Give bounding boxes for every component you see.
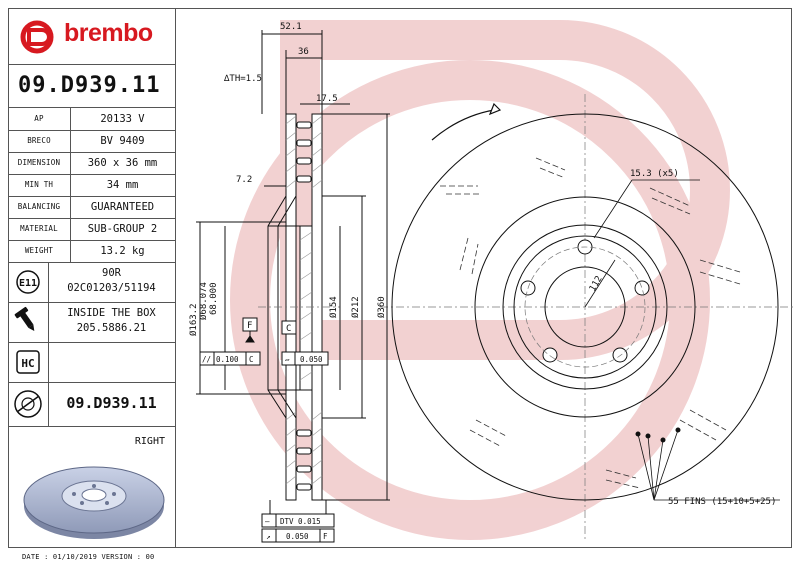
tol-flat-value: 0.050: [300, 355, 323, 364]
spec-row-min-th: MIN TH 34 mm: [8, 174, 175, 197]
rotation-arrow-icon: [488, 102, 502, 116]
tol-perp-symbol: //: [202, 355, 211, 364]
spec-value: 360 x 36 mm: [87, 157, 158, 169]
spec-key: BRECO: [8, 130, 71, 152]
tol-perp-ref: C: [249, 355, 254, 364]
dim-center-bore: Ø163.2: [188, 303, 199, 336]
spec-key: AP: [8, 108, 71, 130]
brembo-b-icon: [20, 20, 54, 54]
hc-block: HC: [8, 342, 175, 383]
spec-row-breco: BRECO BV 9409: [8, 130, 175, 153]
side-label: RIGHT: [134, 436, 165, 447]
dim-154: Ø154: [328, 296, 339, 318]
spec-value: 13.2 kg: [100, 245, 145, 257]
svg-text:E11: E11: [19, 278, 37, 289]
spec-row-weight: WEIGHT 13.2 kg: [8, 240, 175, 263]
disc-code: 09.D939.11: [66, 394, 157, 412]
tol-runout-symbol: ↗: [266, 532, 271, 541]
tol-perp-value: 0.100: [216, 355, 239, 364]
approval-block: E11 90R 02C01203/51194: [8, 262, 175, 303]
brand-name: brembo: [64, 19, 153, 47]
spec-key: MATERIAL: [8, 218, 71, 240]
spec-key: DIMENSION: [8, 152, 71, 174]
dim-hat-offset: 17.5: [316, 94, 338, 104]
dim-fins: 55 FINS (15+10+5+25): [668, 497, 776, 507]
disc-code-block: 09.D939.11: [8, 382, 175, 427]
brand-logo: brembo: [8, 8, 175, 65]
dim-th-tolerance: ∆TH=1.5: [223, 74, 262, 84]
e11-approval-icon: E11: [8, 262, 49, 302]
dim-overall-width: 52.1: [280, 22, 302, 32]
spec-value: 34 mm: [106, 179, 139, 191]
screw-icon: [8, 302, 49, 342]
part-code: 09.D939.11: [8, 64, 175, 108]
approval-line-2: 02C01203/51194: [67, 282, 156, 294]
footer-date-version: DATE : 01/10/2019 VERSION : 00: [22, 553, 155, 561]
front-view: [391, 102, 780, 501]
info-panel: brembo 09.D939.11 AP 20133 V BRECO BV 94…: [8, 8, 176, 548]
dim-hub-1: Ø68.074: [198, 282, 209, 320]
datum-f: F: [247, 321, 252, 331]
inside-box-block: INSIDE THE BOX 205.5886.21: [8, 302, 175, 343]
tol-runout-value: 0.050: [286, 532, 309, 541]
spec-key: BALANCING: [8, 196, 71, 218]
dim-thickness: 36: [298, 47, 309, 57]
dim-bolt-holes: 15.3 (x5): [630, 169, 679, 179]
spec-value: 20133 V: [100, 113, 145, 125]
tol-runout-ref: F: [323, 532, 328, 541]
dim-212: Ø212: [350, 296, 361, 318]
product-image-block: RIGHT: [8, 426, 175, 548]
spec-row-ap: AP 20133 V: [8, 108, 175, 131]
inside-box-line-2: 205.5886.21: [76, 322, 147, 334]
dim-hat-wall: 7.2: [236, 175, 252, 185]
drawing-frame: [8, 8, 792, 548]
spec-key: WEIGHT: [8, 240, 71, 262]
dim-hub-2: 68.000: [209, 282, 219, 315]
spec-row-balancing: BALANCING GUARANTEED: [8, 196, 175, 219]
tol-flat-symbol: ▱: [285, 355, 290, 364]
spec-value: SUB-GROUP 2: [87, 223, 158, 235]
datum-c: C: [286, 324, 291, 334]
spec-value: BV 9409: [100, 135, 145, 147]
hc-icon: HC: [8, 342, 49, 382]
spec-row-dimension: DIMENSION 360 x 36 mm: [8, 152, 175, 175]
svg-text:HC: HC: [21, 357, 34, 370]
spec-key: MIN TH: [8, 174, 71, 196]
tol-dtv-symbol: ―: [265, 517, 270, 526]
tol-dtv-value: DTV 0.015: [280, 517, 321, 526]
dim-360: Ø360: [376, 296, 387, 318]
disc-wear-icon: [8, 382, 49, 426]
approval-line-1: 90R: [102, 267, 121, 279]
inside-box-line-1: INSIDE THE BOX: [67, 307, 156, 319]
spec-row-material: MATERIAL SUB-GROUP 2: [8, 218, 175, 241]
brake-disc-render-icon: [23, 466, 165, 539]
dim-pcd: 112: [588, 274, 605, 293]
spec-value: GUARANTEED: [90, 201, 155, 213]
